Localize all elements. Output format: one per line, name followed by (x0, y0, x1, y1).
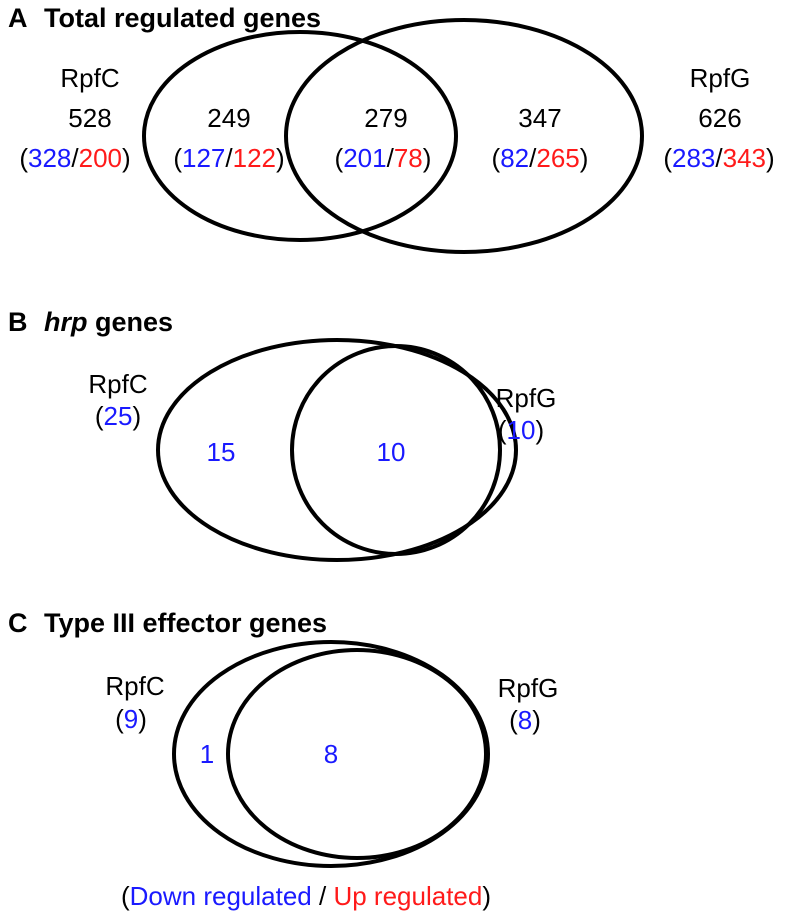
panel-a-rpfc-only-up: 122 (233, 143, 276, 173)
panel-a-rpfc-total: 528 (68, 103, 111, 133)
panel-a-rpfg-name: RpfG (690, 63, 751, 93)
panel-a-title: Total regulated genes (44, 3, 321, 33)
panel-a-rpfc-only-total: 249 (207, 103, 250, 133)
panel-a-overlap-split: (201/78) (335, 143, 432, 173)
panel-a-rpfg-up: 343 (723, 143, 766, 173)
panel-c-rpfg-circle (226, 648, 488, 860)
panel-a-rpfc-up: 200 (79, 143, 122, 173)
panel-a-rpfg-circle (284, 18, 644, 254)
panel-a-rpfc-down: 328 (28, 143, 71, 173)
legend-separator: / (312, 881, 334, 911)
panel-c-rpfc-only: 1 (200, 739, 214, 769)
panel-c-rpfg-name: RpfG (498, 673, 559, 703)
panel-a-rpfc-split: (328/200) (19, 143, 130, 173)
panel-b-title-rest: genes (88, 307, 174, 337)
panel-a-rpfc-circle (142, 30, 458, 242)
panel-c-rpfc-name: RpfC (105, 671, 164, 701)
panel-b-title-italic: hrp (44, 307, 88, 337)
panel-b-rpfg-name: RpfG (496, 383, 557, 413)
panel-c: C Type III effector genes RpfC (9) 1 8 R… (8, 608, 559, 868)
panel-a-overlap-down: 201 (343, 143, 386, 173)
panel-a-rpfc-name: RpfC (60, 63, 119, 93)
panel-c-rpfc-count: 9 (124, 704, 138, 734)
legend-up: Up regulated (333, 881, 482, 911)
panel-b: B hrp genes RpfC (25) 15 10 RpfG (10) (8, 307, 557, 562)
panel-a-rpfg-total: 626 (698, 103, 741, 133)
panel-c-letter: C (8, 608, 28, 638)
panel-a-rpfg-only-split: (82/265) (492, 143, 589, 173)
panel-b-rpfg-count: 10 (507, 415, 536, 445)
panel-b-rpfc-count-group: (25) (95, 401, 141, 431)
panel-a-rpfg-only-up: 265 (536, 143, 579, 173)
panel-b-overlap: 10 (377, 437, 406, 467)
legend: (Down regulated / Up regulated) (121, 881, 491, 911)
panel-c-rpfg-count: 8 (518, 705, 532, 735)
panel-b-letter: B (8, 307, 28, 337)
panel-a-letter: A (8, 3, 28, 33)
panel-a-overlap-up: 78 (394, 143, 423, 173)
panel-b-rpfc-only: 15 (207, 437, 236, 467)
panel-a: A Total regulated genes RpfC 528 (328/20… (8, 3, 775, 254)
panel-a-rpfg-only-total: 347 (518, 103, 561, 133)
panel-c-rpfc-count-group: (9) (115, 704, 147, 734)
panel-b-rpfg-count-group: (10) (498, 415, 544, 445)
legend-down: Down regulated (130, 881, 312, 911)
panel-a-rpfg-split: (283/343) (663, 143, 774, 173)
panel-a-rpfg-down: 283 (672, 143, 715, 173)
panel-b-title: hrp genes (44, 307, 173, 337)
panel-a-rpfg-only-down: 82 (500, 143, 529, 173)
panel-c-rpfg-count-group: (8) (509, 705, 541, 735)
panel-b-rpfc-name: RpfC (88, 369, 147, 399)
panel-b-rpfc-circle (156, 338, 518, 562)
panel-b-rpfg-circle (290, 344, 502, 556)
panel-a-rpfc-only-split: (127/122) (173, 143, 284, 173)
panel-b-rpfc-count: 25 (104, 401, 133, 431)
panel-c-overlap: 8 (324, 739, 338, 769)
panel-c-title: Type III effector genes (44, 608, 327, 638)
panel-a-overlap-total: 279 (364, 103, 407, 133)
panel-a-rpfc-only-down: 127 (182, 143, 225, 173)
